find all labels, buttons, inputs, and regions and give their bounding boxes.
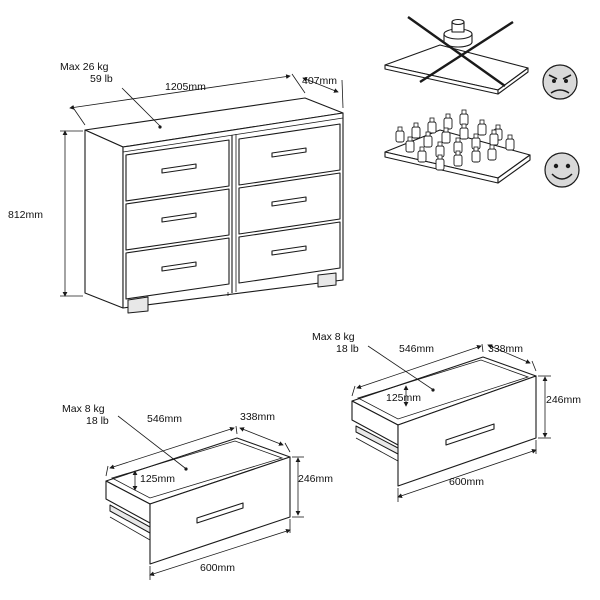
drawer-right-inner-height: 125mm bbox=[386, 392, 421, 404]
drawer-right-inner-width: 546mm bbox=[399, 343, 434, 355]
small-weight-item bbox=[441, 127, 451, 144]
small-weight-item bbox=[459, 123, 469, 140]
dresser-illustration bbox=[84, 97, 344, 314]
drawer-right-height: 246mm bbox=[546, 394, 581, 406]
drawer-left-inner-height: 125mm bbox=[140, 473, 175, 485]
drawer-right-dimension-lines bbox=[351, 343, 551, 502]
dresser-max-lb: 59 lb bbox=[90, 73, 113, 85]
dresser-max-kg: Max 26 kg bbox=[60, 61, 109, 73]
correct-load-illustration bbox=[384, 109, 531, 184]
dresser-width-label: 1205mm bbox=[165, 81, 206, 93]
small-weight-item bbox=[405, 136, 415, 153]
happy-face-icon bbox=[544, 152, 580, 188]
drawer-right-illustration bbox=[351, 356, 537, 487]
small-weight-item bbox=[435, 154, 445, 171]
drawer-right-max-kg: Max 8 kg bbox=[312, 331, 355, 343]
small-weight-item bbox=[423, 131, 433, 148]
drawer-left-width: 600mm bbox=[200, 562, 235, 574]
wrong-load-illustration bbox=[384, 16, 529, 95]
small-weight-item bbox=[489, 129, 499, 146]
drawer-right-max-lb: 18 lb bbox=[336, 343, 359, 355]
small-weight-item bbox=[395, 126, 405, 143]
small-weight-item bbox=[471, 146, 481, 163]
drawer-left-max-lb: 18 lb bbox=[86, 415, 109, 427]
small-weight-item bbox=[443, 113, 453, 130]
drawer-left-inner-depth: 338mm bbox=[240, 411, 275, 423]
drawer-left-max-kg: Max 8 kg bbox=[62, 403, 105, 415]
small-weight-item bbox=[411, 122, 421, 139]
dresser-height-label: 812mm bbox=[8, 209, 43, 221]
small-weight-item bbox=[459, 109, 469, 126]
small-weight-item bbox=[453, 150, 463, 167]
small-weight-item bbox=[417, 146, 427, 163]
small-weight-item bbox=[487, 144, 497, 161]
dresser-depth-label: 407mm bbox=[302, 75, 337, 87]
drawer-right-inner-depth: 338mm bbox=[488, 343, 523, 355]
small-weight-item bbox=[427, 117, 437, 134]
drawer-right-width: 600mm bbox=[449, 476, 484, 488]
drawer-left-dimension-lines bbox=[105, 415, 304, 580]
drawer-left-inner-width: 546mm bbox=[147, 413, 182, 425]
drawer-left-height: 246mm bbox=[298, 473, 333, 485]
small-weight-item bbox=[477, 119, 487, 136]
drawer-left-illustration bbox=[105, 437, 291, 565]
dresser-dimension-lines bbox=[60, 73, 344, 297]
angry-face-icon bbox=[542, 64, 578, 100]
small-weight-item bbox=[505, 134, 515, 151]
